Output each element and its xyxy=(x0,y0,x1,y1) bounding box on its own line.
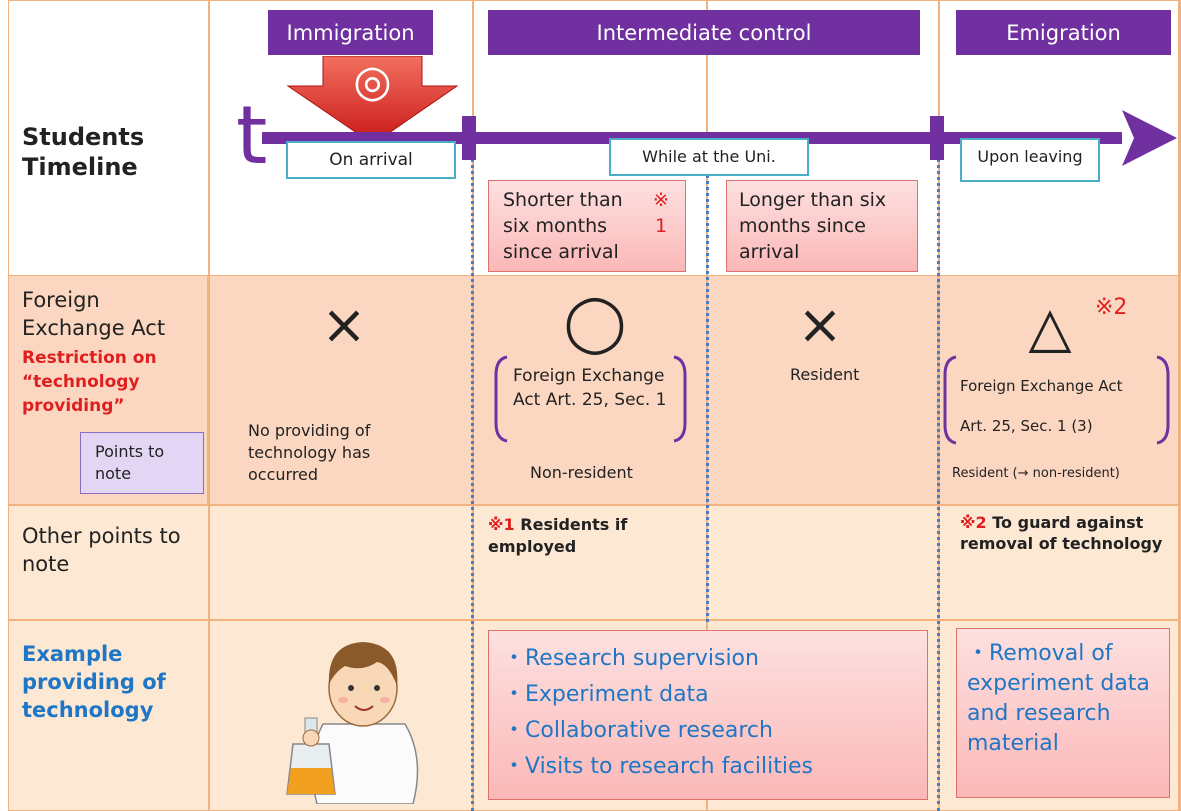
fea-label: Foreign Exchange Act xyxy=(22,288,166,340)
long-status: Resident xyxy=(790,365,860,384)
short-bracket-text: Foreign Exchange Act Art. 25, Sec. 1 xyxy=(513,366,667,410)
short-bracket-left xyxy=(494,355,508,443)
short-circle-icon: ◯ xyxy=(563,290,627,355)
note1-mark: ※1 xyxy=(488,515,515,534)
on-arrival-label: On arrival xyxy=(286,141,456,179)
col-line-1 xyxy=(208,0,210,811)
shorter-note: ※ 1 xyxy=(653,189,669,237)
upon-leaving-label: Upon leaving xyxy=(960,138,1100,182)
row-other-bg xyxy=(8,505,1181,620)
uni-examples-box: ・Research supervision ・Experiment data ・… xyxy=(488,630,928,800)
t-symbol: t xyxy=(236,89,268,182)
emig-example-text: ・Removal of experiment data and research… xyxy=(967,641,1150,756)
emig-example-box: ・Removal of experiment data and research… xyxy=(956,628,1170,798)
longer-text: Longer than six months since arrival xyxy=(739,189,887,263)
dotted-line-3 xyxy=(937,152,940,811)
imm-cross-icon: × xyxy=(321,293,367,356)
header-emigration: Emigration xyxy=(956,10,1171,55)
uni-example-2: ・Experiment data xyxy=(503,682,709,707)
note2-text: To guard against removal of technology xyxy=(960,513,1163,553)
uni-example-3: ・Collaborative research xyxy=(503,718,773,743)
arrival-arrow-icon xyxy=(286,56,459,145)
while-at-uni-label: While at the Uni. xyxy=(609,138,809,176)
emig-triangle-icon: △ xyxy=(1028,295,1072,360)
row-fea-cell-emig xyxy=(938,275,1181,505)
imm-no-providing: No providing of technology has occurred xyxy=(248,421,371,484)
dotted-line-2 xyxy=(706,152,709,622)
uni-example-4: ・Visits to research facilities xyxy=(503,754,813,779)
student-illustration-icon xyxy=(286,642,419,804)
note1-text: Residents if employed xyxy=(488,515,628,556)
dotted-line-1 xyxy=(471,152,474,811)
header-immigration: Immigration xyxy=(268,10,433,55)
other-label: Other points to note xyxy=(22,524,181,576)
emig-bracket-line1: Foreign Exchange Act xyxy=(960,377,1123,395)
short-bracket-right xyxy=(673,355,687,443)
timeline-row-label: Students Timeline xyxy=(22,123,145,181)
emig-bracket-right xyxy=(1156,355,1170,445)
emig-bracket-left xyxy=(943,355,957,445)
example-label: Example providing of technology xyxy=(22,642,166,722)
long-cross-icon: × xyxy=(797,293,843,356)
emig-status: Resident (→ non-resident) xyxy=(952,466,1120,481)
row-fea-cell-imm xyxy=(208,275,473,505)
points-to-note-button[interactable]: Points to note xyxy=(80,432,204,494)
points-to-note-label: Points to note xyxy=(95,442,165,483)
note2-mark: ※2 xyxy=(960,513,987,532)
fea-restriction: Restriction on “technology providing” xyxy=(22,348,157,416)
shorter-than-six-box: Shorter than six months since arrival ※ … xyxy=(488,180,686,272)
note1: ※1 Residents if employed xyxy=(488,514,703,558)
emig-note: ※2 xyxy=(1095,295,1128,320)
note2: ※2 To guard against removal of technolog… xyxy=(960,512,1170,554)
shorter-text: Shorter than six months since arrival xyxy=(503,189,623,263)
arrival-mark: ◎ xyxy=(353,56,392,107)
emig-bracket-line2: Art. 25, Sec. 1 (3) xyxy=(960,417,1093,435)
col-line-5 xyxy=(1178,0,1180,811)
short-status: Non-resident xyxy=(530,463,633,482)
header-intermediate: Intermediate control xyxy=(488,10,920,55)
uni-example-1: ・Research supervision xyxy=(503,646,759,671)
row-fea-cell-uni xyxy=(473,275,938,505)
longer-than-six-box: Longer than six months since arrival xyxy=(726,180,918,272)
